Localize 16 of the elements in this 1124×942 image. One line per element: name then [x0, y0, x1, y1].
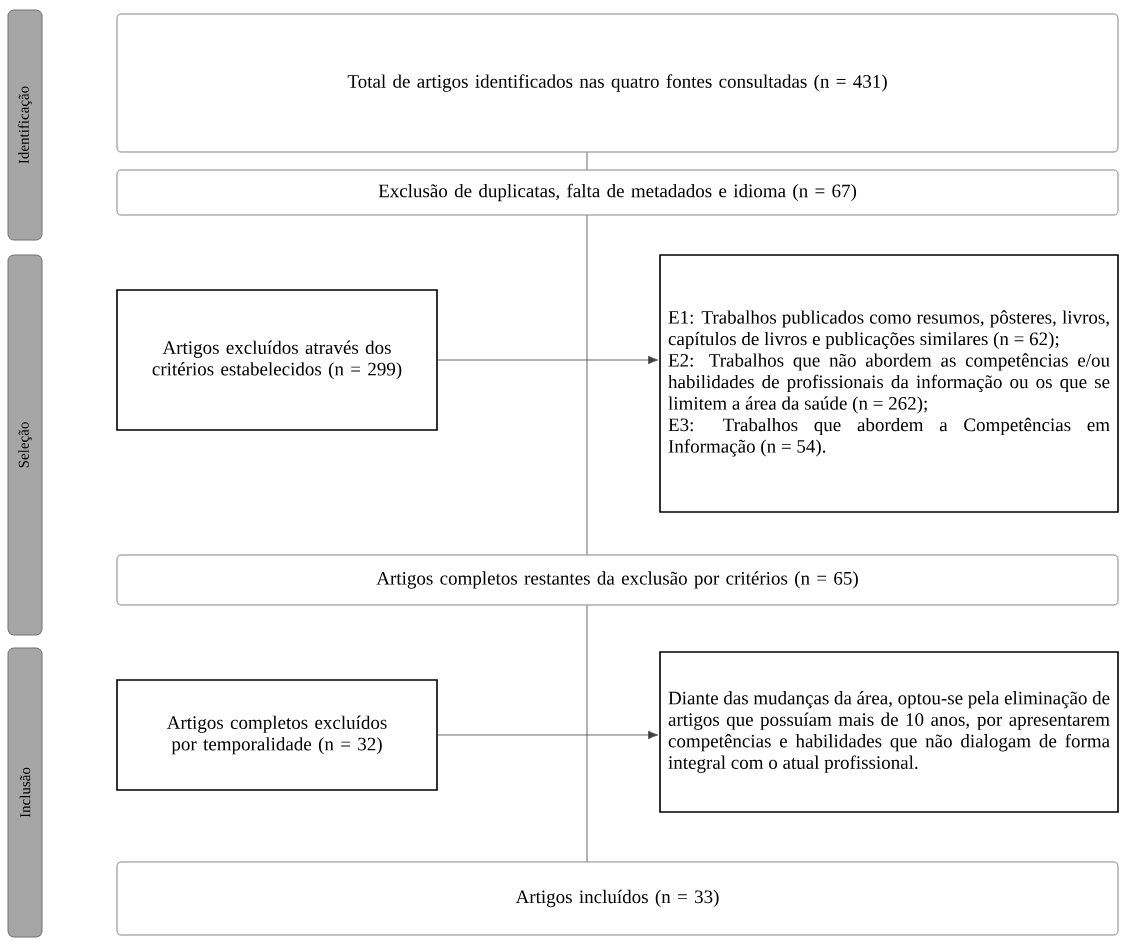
stage-band: Identificação	[7, 9, 43, 241]
connector-line	[586, 215, 588, 555]
process-box: Exclusão de duplicatas, falta de metadados e idioma (n = 67)	[116, 169, 1119, 216]
exclusion-box: Artigos completos excluídos por temporalidade (n = 32)	[116, 679, 438, 791]
process-box: Total de artigos identificados nas quatro fontes consultadas (n = 431)	[116, 13, 1119, 153]
connector-line	[586, 605, 588, 862]
arrow	[437, 355, 659, 365]
process-box: Artigos incluídos (n = 33)	[116, 861, 1119, 936]
exclusion-box: Artigos excluídos através dos critérios estabelecidos (n = 299)	[116, 289, 438, 431]
exclusion-box: Diante das mudanças da área, optou-se pela eliminação de artigos que possuíam mais de 10 anos, por apresentarem competências e habilidades que não dialogam de forma integral com o atual profissional.	[659, 651, 1119, 813]
exclusion-box: E1: Trabalhos publicados como resumos, pôsteres, livros, capítulos de livros e publicações similares (n = 62); E2: Trabalhos que não abordem as competências e/ou habilidades de profissionais da informação ou os que se limitem a área da saúde (n = 262); E3: Trabalhos que abordem a Competências em Informação (n = 54).	[659, 254, 1119, 513]
stage-band: Seleção	[7, 254, 43, 636]
arrow	[437, 730, 659, 740]
stage-band: Inclusão	[7, 647, 43, 938]
process-box: Artigos completos restantes da exclusão por critérios (n = 65)	[116, 554, 1119, 606]
connector-line	[586, 152, 588, 170]
